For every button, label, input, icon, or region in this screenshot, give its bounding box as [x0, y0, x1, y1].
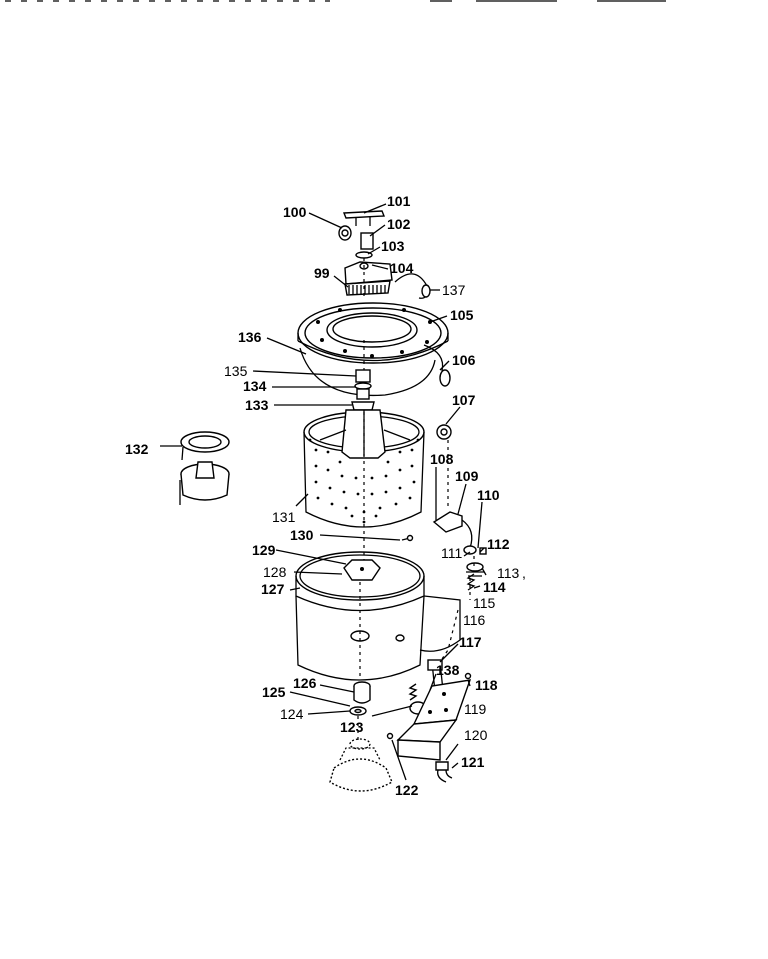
- part-side-clip: [423, 344, 451, 387]
- part-filter-cup: [179, 431, 230, 505]
- label-132: 132: [125, 441, 149, 457]
- part-bracket: [396, 679, 472, 761]
- part-drive-base: [329, 738, 393, 792]
- label-138: 138: [436, 662, 460, 678]
- label-134: 134: [243, 378, 267, 394]
- part-clip: [338, 225, 352, 241]
- label-114: 114: [483, 579, 506, 595]
- label-111: 111: [441, 545, 462, 561]
- part-pump: [408, 683, 427, 715]
- label-113: 113: [497, 565, 520, 581]
- assembly-axes: [357, 258, 475, 740]
- part-coupling: [349, 681, 371, 716]
- label-124: 124: [280, 706, 304, 722]
- part-valve-assembly: [432, 511, 487, 577]
- label-122: 122: [395, 782, 419, 798]
- label-105: 105: [450, 307, 474, 323]
- label-133: 133: [245, 397, 269, 413]
- label-110: 110: [477, 487, 500, 503]
- label-104: 104: [390, 260, 414, 276]
- part-agitator-cap: [344, 261, 393, 296]
- label-101: 101: [387, 193, 411, 209]
- label-118: 118: [475, 677, 498, 693]
- label-109: 109: [455, 468, 479, 484]
- label-127: 127: [261, 581, 285, 597]
- part-fitting: [436, 424, 452, 440]
- label-100: 100: [283, 204, 307, 220]
- label-135: 135: [224, 363, 248, 379]
- label-107: 107: [452, 392, 476, 408]
- label-125: 125: [262, 684, 286, 700]
- part-bracket-screw: [464, 672, 472, 680]
- label-136: 136: [238, 329, 262, 345]
- basket-perforations: [308, 438, 420, 524]
- label-117: 117: [459, 634, 482, 650]
- part-pump-screw: [386, 732, 394, 740]
- label-131: 131: [272, 509, 296, 525]
- part-drain-hose: [435, 761, 453, 783]
- part-gasket: [299, 347, 436, 397]
- part-tub-ring: [297, 302, 449, 364]
- label-106: 106: [452, 352, 476, 368]
- label-121: 121: [461, 754, 485, 770]
- part-small-spring: [466, 573, 476, 591]
- part-agitator-stack: [351, 369, 375, 411]
- label-129: 129: [252, 542, 276, 558]
- label-108: 108: [430, 451, 454, 467]
- part-spin-basket: [303, 409, 425, 528]
- part-screw: [401, 534, 414, 542]
- part-cap: [342, 210, 386, 226]
- label-120: 120: [464, 727, 488, 743]
- part-hose-path: [439, 609, 459, 663]
- part-outer-tub: [295, 551, 461, 681]
- label-102: 102: [387, 216, 411, 232]
- label-103: 103: [381, 238, 405, 254]
- label-99: 99: [314, 265, 330, 281]
- part-spring: [360, 232, 374, 250]
- label-130: 130: [290, 527, 314, 543]
- leader-lines: [160, 203, 487, 781]
- stray-mark: ,: [522, 565, 526, 581]
- label-115: 115: [473, 595, 496, 611]
- label-123: 123: [340, 719, 364, 735]
- part-labels: 100 101 102 103 104 99 137 105 136 106 1…: [125, 193, 520, 798]
- label-126: 126: [293, 675, 317, 691]
- part-hook: [394, 273, 431, 299]
- label-119: 119: [464, 701, 487, 717]
- label-128: 128: [263, 564, 287, 580]
- label-112: 112: [487, 536, 510, 552]
- label-137: 137: [442, 282, 466, 298]
- label-116: 116: [463, 612, 486, 628]
